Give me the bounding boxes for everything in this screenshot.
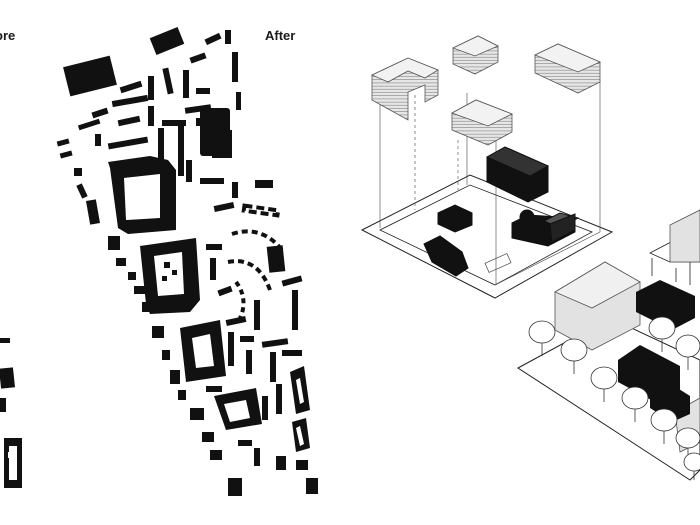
before-label: ore <box>0 28 16 43</box>
existing-buildings <box>423 146 580 277</box>
axonometric-exploded-view <box>360 35 700 481</box>
after-plan <box>56 27 318 496</box>
floating-massing-blocks <box>371 35 601 146</box>
after-label: After <box>265 28 296 43</box>
before-plan <box>0 338 22 488</box>
trees <box>528 316 700 480</box>
